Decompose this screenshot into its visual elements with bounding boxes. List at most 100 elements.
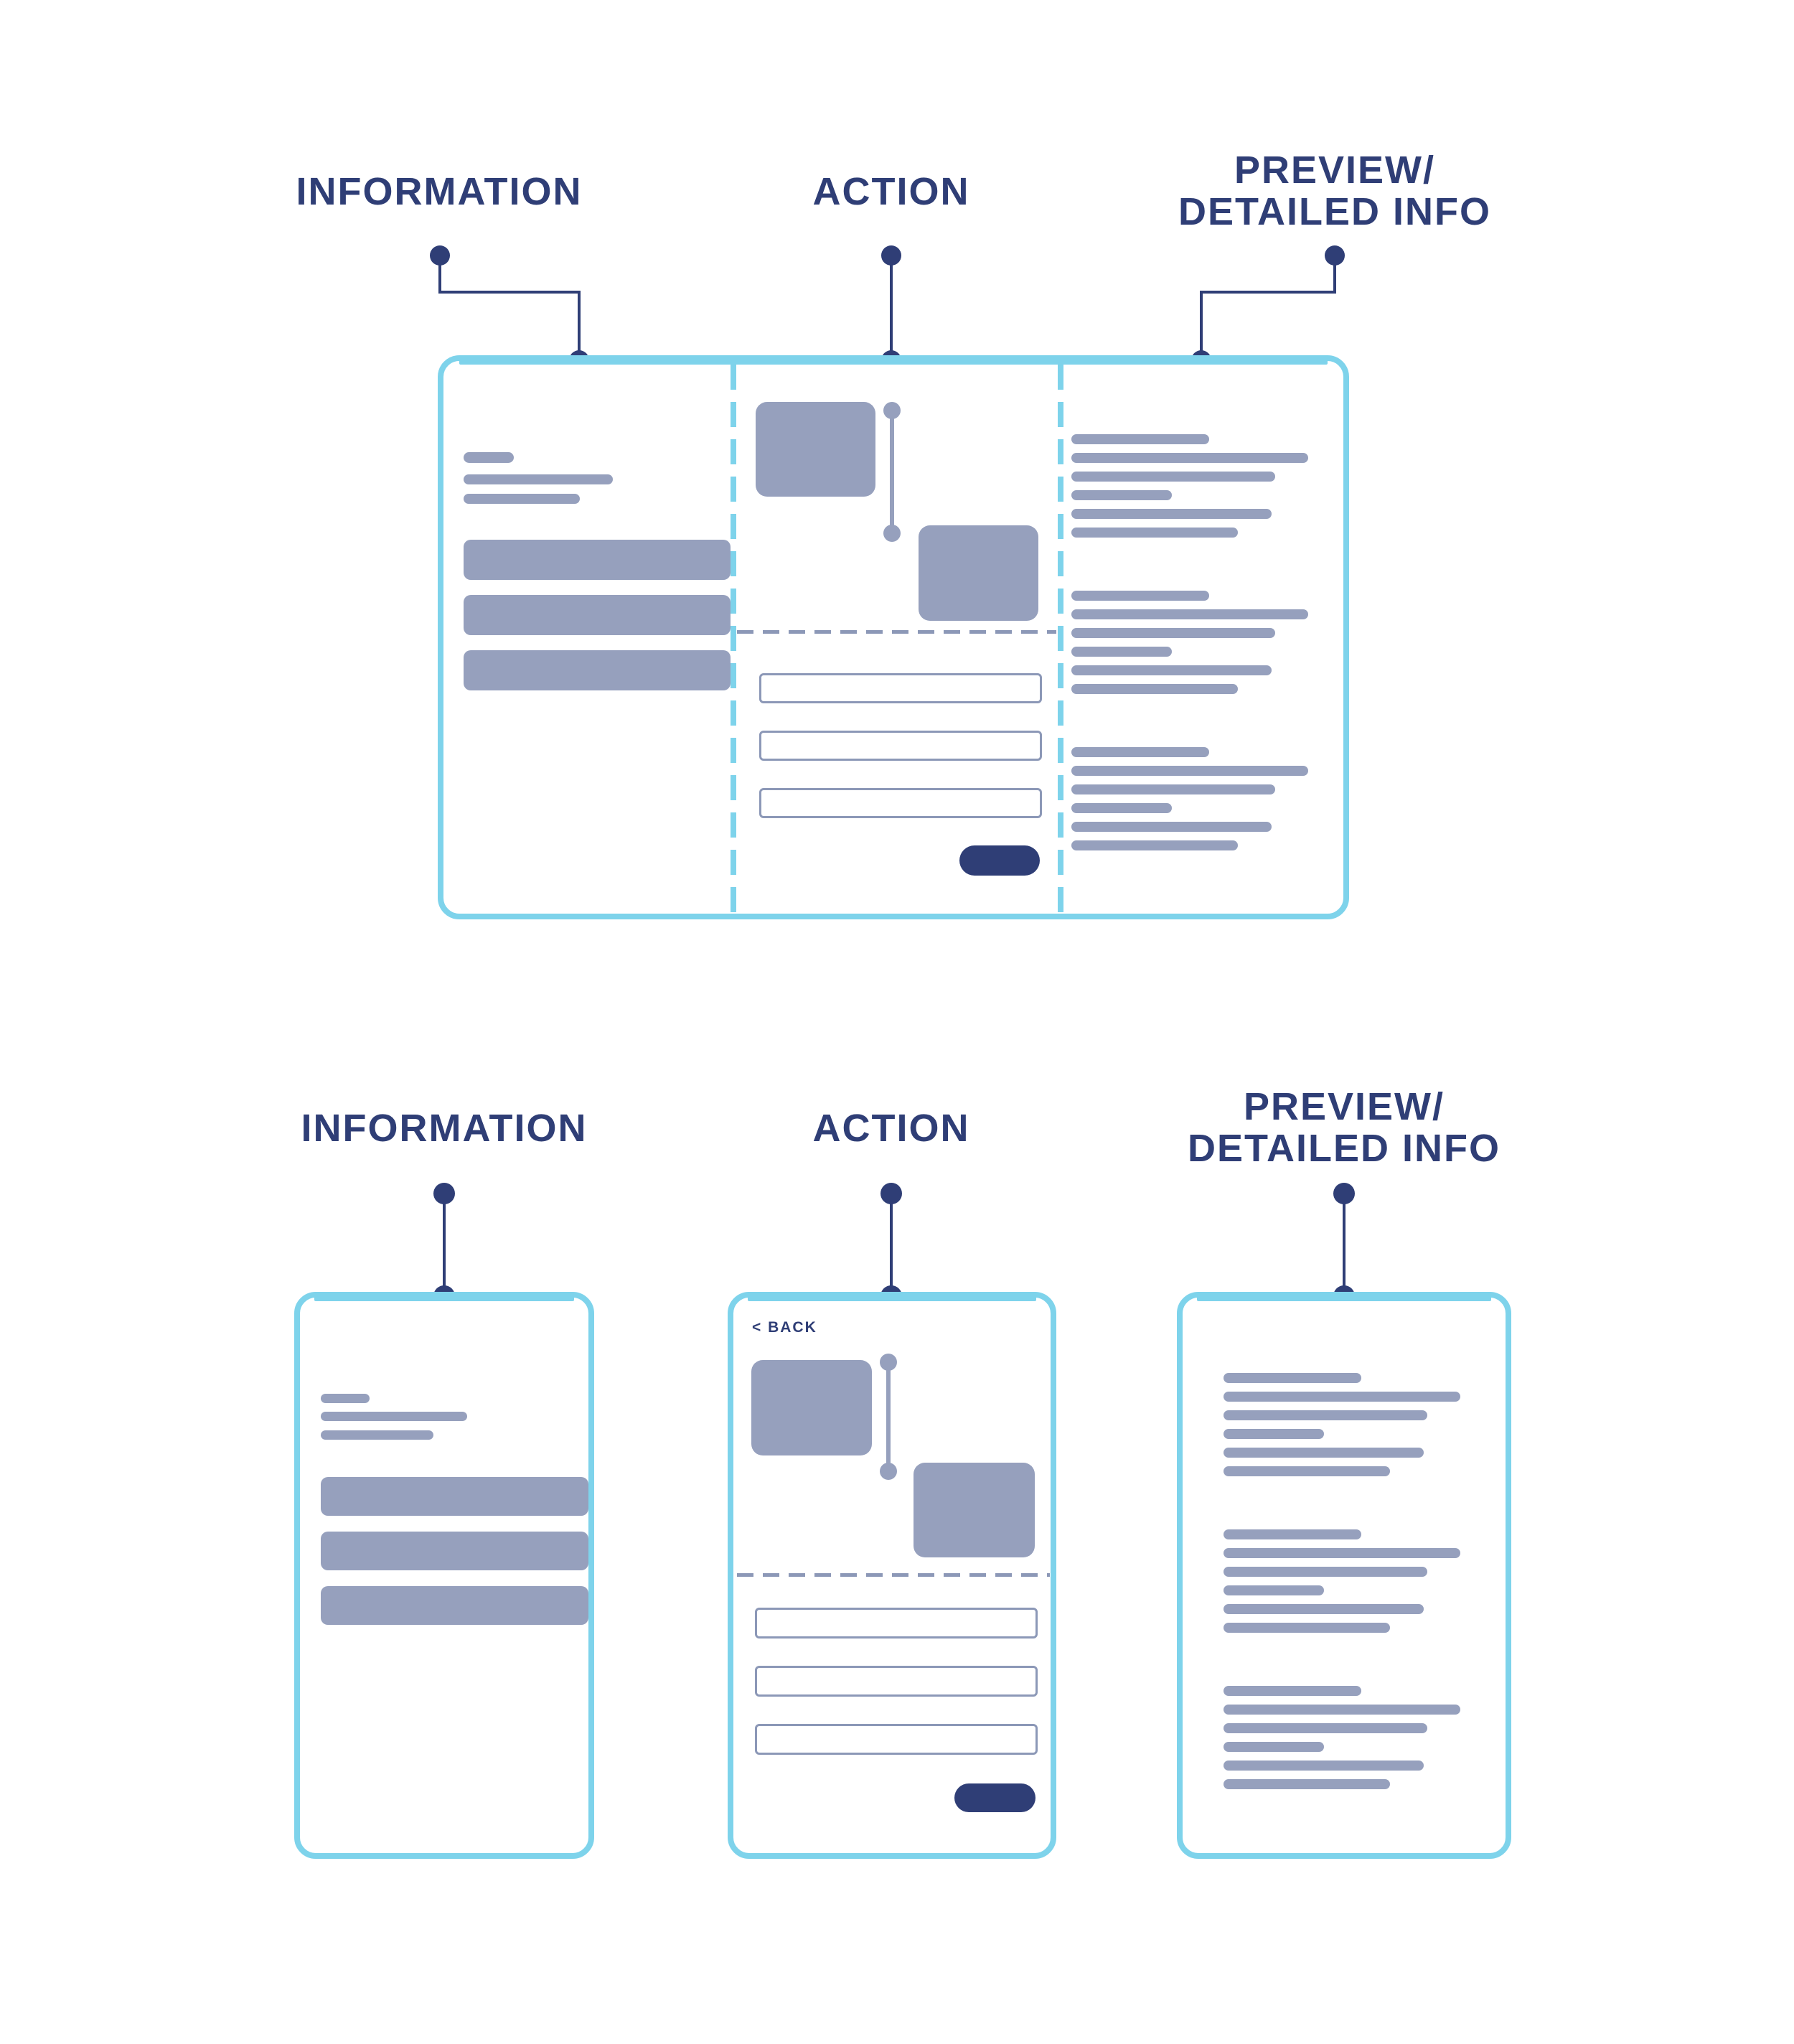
paragraph-placeholder (1224, 1529, 1460, 1633)
label-preview-line1: PREVIEW/ (1243, 1085, 1445, 1128)
section-separator (737, 630, 1056, 634)
label-information-mobile: INFORMATION (301, 1107, 588, 1150)
label-preview-line1: PREVIEW/ (1234, 149, 1436, 192)
list-item-placeholder (464, 650, 731, 690)
submit-button[interactable] (954, 1783, 1035, 1812)
text-line (1224, 1779, 1390, 1789)
text-line (1224, 1623, 1390, 1633)
section-separator (737, 1573, 1050, 1577)
text-line (1224, 1410, 1427, 1420)
text-line (1224, 1604, 1424, 1614)
input-field[interactable] (759, 788, 1042, 818)
text-line (464, 474, 613, 484)
text-line (1071, 490, 1172, 500)
image-placeholder (756, 402, 875, 497)
text-line (1224, 1686, 1361, 1696)
column-divider (1058, 365, 1063, 914)
text-line (1071, 591, 1209, 601)
back-link[interactable]: < BACK (752, 1319, 817, 1336)
connector-line-segment (1200, 291, 1203, 360)
text-line (1071, 628, 1275, 638)
mobile-frame-information (294, 1292, 594, 1859)
text-line (321, 1412, 467, 1421)
text-line (1224, 1742, 1324, 1752)
text-line (321, 1430, 433, 1440)
list-item-placeholder (321, 1586, 588, 1625)
list-item-placeholder (464, 540, 731, 580)
text-line (1224, 1761, 1424, 1771)
connector-line-segment (890, 255, 893, 360)
connector-line-segment (1343, 1194, 1346, 1296)
mobile-frame-topbar (1197, 1292, 1491, 1301)
desktop-preview-column (1071, 434, 1308, 850)
text-line (1071, 803, 1172, 813)
submit-button[interactable] (959, 845, 1040, 876)
paragraph-placeholder (1224, 1686, 1460, 1789)
paragraph-placeholder (1071, 434, 1308, 538)
text-line (1071, 822, 1272, 832)
text-line (1224, 1585, 1324, 1595)
list-item-placeholder (464, 595, 731, 635)
drag-handle-dot (883, 525, 901, 542)
text-line (1071, 665, 1272, 675)
input-field[interactable] (759, 731, 1042, 761)
text-line (1071, 747, 1209, 757)
column-divider (731, 365, 736, 914)
paragraph-placeholder (1071, 591, 1308, 694)
mobile-frame-topbar (748, 1292, 1036, 1301)
text-line (464, 494, 580, 504)
text-line (1071, 684, 1238, 694)
connector-line-segment (1200, 291, 1336, 294)
connector-line-segment (578, 291, 581, 360)
text-line (1071, 453, 1308, 463)
connector-line-segment (438, 291, 581, 294)
paragraph-placeholder (1071, 747, 1308, 850)
title-placeholder (464, 452, 514, 463)
drag-handle-dot (880, 1463, 897, 1480)
label-information-desktop: INFORMATION (296, 170, 583, 213)
text-line (1071, 784, 1275, 794)
text-line (1071, 609, 1308, 619)
image-placeholder (751, 1360, 872, 1455)
drag-connector-line (886, 1362, 891, 1471)
input-field[interactable] (755, 1666, 1038, 1697)
desktop-frame-topbar (459, 355, 1328, 365)
mobile-frame-topbar (314, 1292, 574, 1301)
text-line (1224, 1705, 1460, 1715)
text-line (1071, 434, 1209, 444)
label-action-desktop: ACTION (812, 170, 970, 213)
input-field[interactable] (759, 673, 1042, 703)
text-line (1224, 1548, 1460, 1558)
paragraph-placeholder (1224, 1373, 1460, 1476)
text-line (1071, 528, 1238, 538)
mobile-preview-content (1224, 1373, 1460, 1789)
input-field[interactable] (755, 1608, 1038, 1639)
text-line (1224, 1466, 1390, 1476)
label-action-mobile: ACTION (812, 1107, 970, 1150)
drag-connector-line (890, 411, 894, 533)
text-line (1224, 1392, 1460, 1402)
connector-line-segment (1333, 255, 1336, 294)
text-line (1071, 472, 1275, 482)
connector-line-segment (438, 255, 441, 294)
title-placeholder (321, 1394, 370, 1403)
text-line (1224, 1448, 1424, 1458)
input-field[interactable] (755, 1724, 1038, 1755)
label-preview-desktop: PREVIEW/ DETAILED INFO (1178, 149, 1491, 233)
list-item-placeholder (321, 1477, 588, 1516)
list-item-placeholder (321, 1532, 588, 1570)
text-line (1071, 840, 1238, 850)
text-line (1071, 766, 1308, 776)
text-line (1071, 647, 1172, 657)
label-preview-mobile: PREVIEW/ DETAILED INFO (1188, 1086, 1501, 1169)
connector-line-segment (443, 1194, 446, 1296)
text-line (1224, 1529, 1361, 1539)
label-preview-line2: DETAILED INFO (1178, 190, 1491, 233)
text-line (1224, 1373, 1361, 1383)
label-preview-line2: DETAILED INFO (1188, 1127, 1501, 1170)
image-placeholder (919, 525, 1038, 621)
text-line (1224, 1567, 1427, 1577)
text-line (1224, 1429, 1324, 1439)
connector-line-segment (890, 1194, 893, 1296)
